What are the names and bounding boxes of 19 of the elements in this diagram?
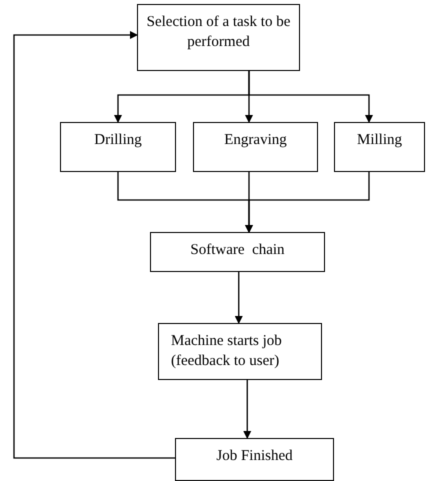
process-box (60, 122, 176, 172)
arrow (248, 71, 373, 123)
process-box (175, 438, 334, 481)
arrow (234, 272, 243, 324)
box-label: Job Finished (215, 447, 294, 466)
arrow (243, 380, 252, 439)
process-box (158, 323, 322, 380)
box-label: Software chain (189, 241, 286, 260)
box-label: Selection of a task to be performed (146, 13, 292, 52)
box-label: Engraving (223, 131, 288, 150)
process-box (334, 122, 425, 172)
arrow (245, 172, 370, 233)
process-box (150, 232, 325, 272)
process-box (137, 4, 300, 71)
process-box (193, 122, 318, 172)
box-label: Machine starts job (feedback to user) (171, 332, 283, 370)
box-label: Drilling (93, 131, 143, 150)
arrow (13, 31, 175, 459)
box-label: Milling (356, 131, 403, 150)
